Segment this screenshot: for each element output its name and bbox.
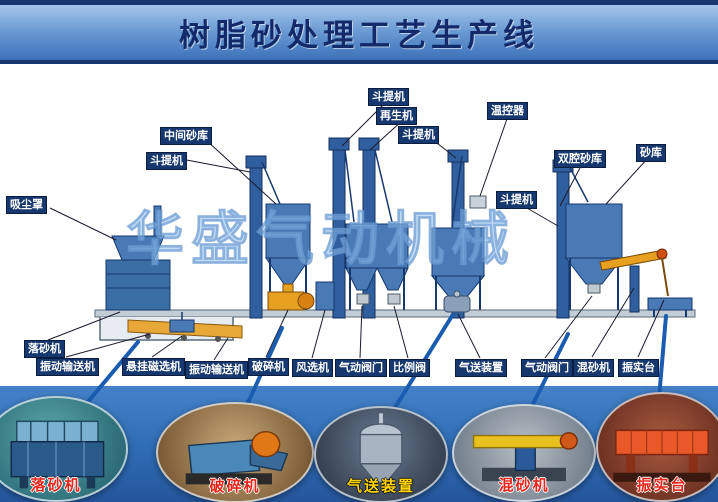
photo-compaction-table: 振实台	[596, 392, 718, 502]
compaction-table-shape	[647, 297, 693, 317]
sand-mixer-shape	[599, 248, 669, 313]
label-sand-mixer: 混砂机	[573, 359, 614, 377]
label-vibrating-conveyor-2: 振动输送机	[185, 361, 248, 379]
crusher-shape	[267, 291, 315, 311]
label-pneumatic-valve-2: 气动阀门	[521, 359, 573, 377]
watermark-text: 华盛气动机械	[125, 205, 517, 274]
label-vibrating-conveyor-1: 振动输送机	[36, 358, 99, 376]
label-suspended-magnetic-separator: 悬挂磁选机	[122, 358, 185, 376]
label-pneumatic-valve-1: 气动阀门	[335, 359, 387, 377]
double-chamber-silo-shape	[430, 195, 487, 310]
label-bucket-elevator-2: 斗提机	[398, 126, 439, 144]
label-thermostat: 温控器	[487, 102, 528, 120]
label-crusher: 破碎机	[248, 358, 289, 376]
pneumatic-conveyor-photo-art	[358, 413, 404, 484]
label-pneumatic-conveyor: 气送装置	[455, 359, 507, 377]
label-air-separator: 风选机	[292, 359, 333, 377]
photo-label-pneumatic-conveyor: 气送装置	[346, 477, 416, 495]
title-banner: 树脂砂处理工艺生产线	[0, 0, 718, 64]
pneumatic-conveyor-shape	[443, 290, 471, 313]
label-regenerator: 再生机	[376, 107, 417, 125]
label-bucket-elevator-1: 斗提机	[368, 88, 409, 106]
shakeout-photo-art	[10, 420, 105, 489]
chutes	[261, 149, 589, 227]
compaction-table-photo-art	[613, 429, 711, 482]
photo-label-crusher: 破碎机	[209, 477, 261, 495]
regenerator-silo-shape	[345, 223, 409, 310]
label-intermediate-sand-silo: 中间砂库	[160, 127, 212, 145]
photo-label-sand-mixer: 混砂机	[498, 476, 550, 494]
shakeout-machine-shape	[105, 205, 171, 311]
photo-sand-mixer: 混砂机	[452, 404, 596, 502]
photo-label-shakeout: 落砂机	[30, 476, 82, 494]
crusher-photo-art	[185, 431, 289, 485]
photo-pneumatic-conveyor: 气送装置	[314, 406, 448, 502]
label-proportional-valve: 比例阀	[389, 359, 430, 377]
sand-mixer-photo-art	[472, 432, 578, 482]
photo-label-compaction-table: 振实台	[636, 476, 688, 494]
label-double-chamber-sand-silo: 双腔砂库	[554, 150, 606, 168]
magnetic-separator-shape	[169, 312, 195, 333]
label-bucket-elevator-3: 斗提机	[146, 152, 187, 170]
photo-shakeout-machine: 落砂机	[0, 396, 128, 502]
sand-silo-shape	[564, 203, 624, 310]
bucket-elevators-shape	[245, 137, 574, 319]
label-dust-hood: 吸尘罩	[6, 196, 47, 214]
label-compaction-table: 振实台	[618, 359, 659, 377]
label-shakeout-machine: 落砂机	[24, 340, 65, 358]
page-title: 树脂砂处理工艺生产线	[179, 18, 539, 54]
air-separator-shape	[315, 281, 335, 311]
label-bucket-elevator-4: 斗提机	[496, 191, 537, 209]
photo-crusher: 破碎机	[156, 402, 314, 502]
label-sand-silo: 砂库	[636, 144, 666, 162]
